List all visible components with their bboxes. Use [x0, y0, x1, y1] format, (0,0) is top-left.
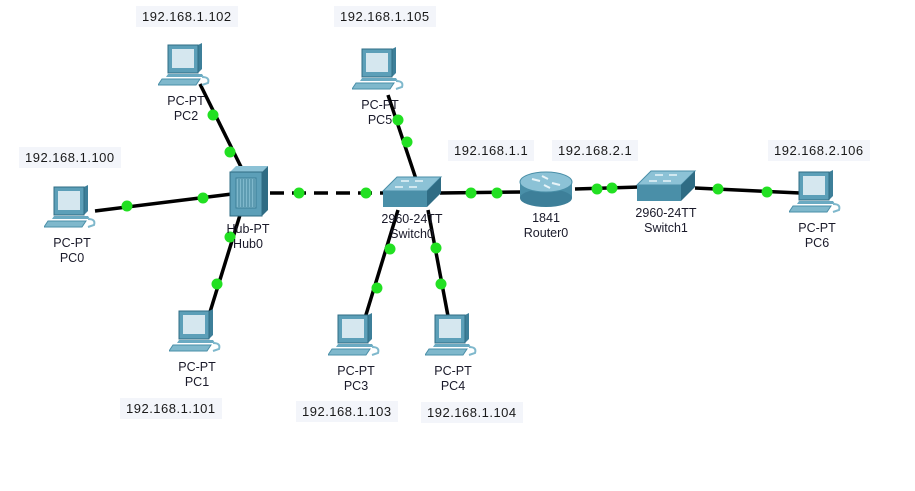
ip-note-router-g1[interactable]: 192.168.2.1	[552, 140, 639, 161]
device-name: PC2	[173, 109, 199, 123]
device-name: Switch0	[390, 227, 434, 241]
pc-icon	[157, 43, 214, 94]
port-status-light	[121, 200, 133, 212]
port-status-light	[401, 136, 413, 148]
device-model: PC-PT	[798, 221, 836, 235]
port-status-light	[606, 182, 618, 194]
device-pc1[interactable]	[168, 309, 225, 355]
link-pc2-hub0[interactable]	[198, 83, 247, 176]
pc-icon	[788, 170, 845, 221]
ip-note-pc0[interactable]: 192.168.1.100	[19, 147, 121, 168]
port-status-light	[371, 282, 383, 294]
port-status-light	[491, 187, 503, 199]
port-status-light	[591, 183, 603, 195]
link-switch1-pc6[interactable]	[694, 186, 801, 195]
device-model: PC-PT	[167, 94, 205, 108]
port-status-light	[465, 187, 477, 199]
link-pc4-switch0[interactable]	[426, 209, 450, 317]
router-icon	[518, 170, 574, 213]
device-name: PC0	[59, 251, 85, 265]
device-model: PC-PT	[337, 364, 375, 378]
device-pc6[interactable]	[788, 170, 845, 216]
device-name: Hub0	[233, 237, 263, 251]
hub-icon	[226, 166, 270, 223]
port-status-light	[712, 183, 724, 195]
device-switch0[interactable]	[381, 175, 443, 209]
port-status-light	[430, 242, 442, 254]
link-pc0-hub0[interactable]	[94, 192, 233, 213]
pc-icon	[351, 47, 408, 98]
device-model: 2960-24TT	[635, 206, 697, 220]
pc-icon	[424, 313, 481, 364]
device-hub0[interactable]	[226, 166, 270, 218]
device-model: 1841	[532, 211, 560, 225]
link-pc3-switch0[interactable]	[363, 209, 400, 319]
ip-note-pc2[interactable]: 192.168.1.102	[136, 6, 238, 27]
switch-icon	[381, 175, 443, 214]
device-router0[interactable]	[518, 170, 574, 208]
ip-note-pc4[interactable]: 192.168.1.104	[421, 402, 523, 423]
pc-icon	[168, 309, 225, 360]
switch-icon	[635, 169, 697, 208]
device-name: PC5	[367, 113, 393, 127]
port-status-light	[293, 187, 305, 199]
device-pc0[interactable]	[43, 185, 100, 231]
device-pc5[interactable]	[351, 47, 408, 93]
device-model: PC-PT	[434, 364, 472, 378]
device-model: PC-PT	[178, 360, 216, 374]
device-model: Hub-PT	[226, 222, 270, 236]
port-status-light	[207, 109, 219, 121]
device-pc3[interactable]	[327, 313, 384, 359]
port-status-light	[761, 186, 773, 198]
port-status-light	[224, 146, 236, 158]
ip-note-pc3[interactable]: 192.168.1.103	[296, 401, 398, 422]
device-model: PC-PT	[53, 236, 91, 250]
device-name: Switch1	[644, 221, 688, 235]
port-status-light	[211, 278, 223, 290]
port-status-light	[435, 278, 447, 290]
link-pc1-hub0[interactable]	[208, 214, 242, 313]
device-name: Router0	[523, 226, 569, 240]
device-model: PC-PT	[361, 98, 399, 112]
device-name: PC4	[440, 379, 466, 393]
ip-note-pc5[interactable]: 192.168.1.105	[334, 6, 436, 27]
pc-icon	[327, 313, 384, 364]
device-name: PC3	[343, 379, 369, 393]
pc-icon	[43, 185, 100, 236]
port-status-light	[197, 192, 209, 204]
device-name: PC1	[184, 375, 210, 389]
port-status-light	[360, 187, 372, 199]
link-switch0-router0[interactable]	[439, 190, 523, 195]
device-pc2[interactable]	[157, 43, 214, 89]
device-switch1[interactable]	[635, 169, 697, 203]
device-pc4[interactable]	[424, 313, 481, 359]
device-model: 2960-24TT	[381, 212, 443, 226]
port-status-light	[392, 114, 404, 126]
port-status-light	[384, 243, 396, 255]
device-name: PC6	[804, 236, 830, 250]
ip-note-router-g0[interactable]: 192.168.1.1	[448, 140, 535, 161]
ip-note-pc6[interactable]: 192.168.2.106	[768, 140, 870, 161]
ip-note-pc1[interactable]: 192.168.1.101	[120, 398, 222, 419]
port-status-light	[224, 231, 236, 243]
